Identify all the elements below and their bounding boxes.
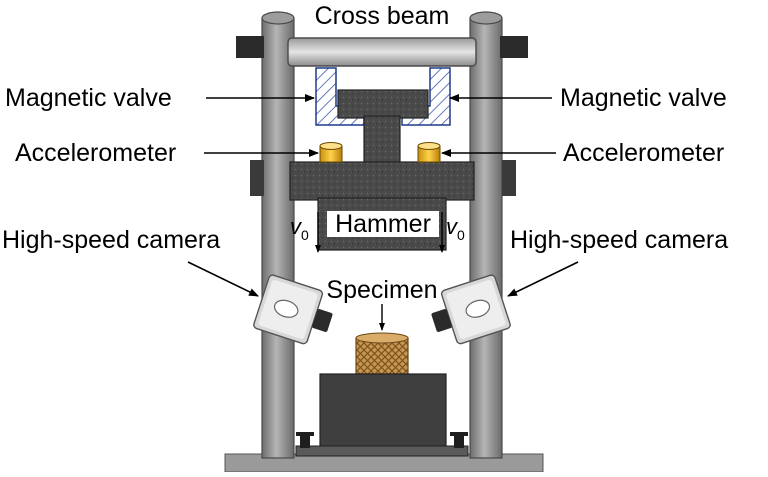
magnetic-valve-right-label: Magnetic valve	[560, 84, 727, 112]
accelerometer-left	[319, 142, 343, 163]
camera-left	[253, 274, 333, 345]
camera-right-label: High-speed camera	[510, 226, 728, 254]
anvil-base	[295, 373, 469, 457]
accelerometer-right	[417, 142, 441, 163]
cross-beam	[287, 37, 477, 67]
velocity-label-right: v0	[446, 214, 465, 243]
right-column-bracket	[502, 160, 516, 196]
camera-right	[431, 274, 511, 345]
specimen-label: Specimen	[326, 276, 437, 304]
right-column	[469, 11, 503, 459]
hammer-label-bg	[327, 211, 439, 237]
arrow-camera-right	[507, 261, 579, 297]
accelerometer-right-label: Accelerometer	[563, 139, 724, 167]
magnetic-valve-left-label: Magnetic valve	[5, 84, 172, 112]
hammer-label: Hammer	[335, 210, 431, 238]
accelerometer-left-label: Accelerometer	[15, 139, 176, 167]
camera-left-label: High-speed camera	[2, 226, 220, 254]
right-beam-clamp	[500, 36, 528, 58]
left-column	[261, 11, 295, 459]
left-column-bracket	[250, 160, 264, 196]
specimen	[355, 332, 409, 375]
left-beam-clamp	[236, 36, 264, 58]
arrow-camera-left	[187, 261, 259, 297]
cross-beam-label: Cross beam	[315, 2, 450, 30]
velocity-label-left: v0	[290, 214, 309, 243]
